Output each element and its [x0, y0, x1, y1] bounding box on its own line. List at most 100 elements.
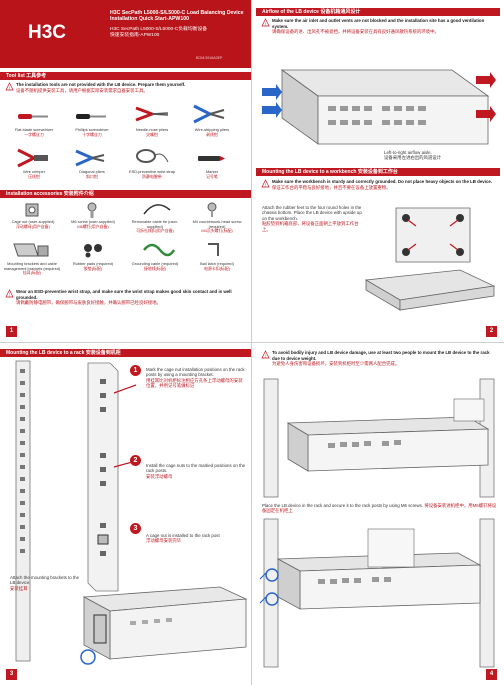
esd-note-cn: 请佩戴防静电腕带，确保腕带与皮肤良好接触，并确认腕带已经良好接地。: [16, 300, 161, 306]
airflow-note-cn: 请确保设备的进、出风孔不被遮挡，并将设备安装在具有良好通风散热系统的环境中。: [272, 29, 439, 35]
tools-note: The installation tools are not provided …: [16, 82, 246, 93]
airflow-section-title: Airflow of the LB device 设备机箱通风设计: [256, 8, 500, 16]
accessory-label-cn: 接地线(标配): [143, 265, 167, 271]
m6-screw-icon: [87, 202, 97, 218]
warning-icon: !: [5, 289, 14, 298]
accessory-label-en: M4 countersunk-head screw (required): [192, 219, 242, 229]
two-person-note-en: To avoid bodily injury and LB device dam…: [272, 350, 490, 361]
workbench-section-title: Mounting the LB device to a workbench 安装…: [256, 168, 500, 176]
panel-tools-accessories: H3C H3C SecPath L5000-S/L5000-C Load Bal…: [0, 0, 252, 342]
warning-icon: !: [261, 18, 270, 27]
needle-nose-pliers-icon: [135, 106, 169, 122]
step2-text: Install the cage nuts to the marked posi…: [146, 463, 246, 479]
svg-text:!: !: [265, 182, 266, 187]
airflow-caption-en: Left-to-right airflow aisle.: [384, 150, 432, 155]
rack-post-detail: [87, 362, 137, 592]
accessory-label-cn: 挂耳(标配): [22, 270, 42, 276]
workbench-instructions: Attach the rubber feet to the four round…: [262, 205, 362, 232]
accessory-label-en: Rubber pads (required): [72, 261, 114, 266]
countersunk-screw-icon: [207, 202, 217, 217]
accessory-label-en: Removable cable tie (user-supplied): [131, 219, 179, 229]
wire-crimper-icon: [17, 148, 48, 168]
header-title-line1: H3C SecPath L5000-S/L5000-C Load Balanci…: [110, 10, 244, 16]
phillips-screwdriver-icon: [76, 114, 106, 119]
h3c-logo: H3C: [16, 18, 78, 46]
tool-label-en: Wire-stripping pliers: [194, 127, 230, 132]
workbench-text-en: Attach the rubber feet to the four round…: [262, 205, 362, 221]
marker-icon: [198, 156, 225, 161]
two-person-note-cn: 为避免人身伤害和设备损坏，安装到机柜时至少需两人配合完成。: [272, 361, 400, 367]
tool-label-cn: 十字螺丝刀: [82, 131, 102, 137]
svg-text:!: !: [9, 292, 10, 297]
rack-insert-diagram: [263, 378, 495, 498]
tools-note-en: The installation tools are not provided …: [16, 82, 186, 87]
panel-rack-install: ! To avoid bodily injury and LB device d…: [252, 343, 504, 685]
accessories-section-title: Installation accessories 安装附件介绍: [0, 190, 252, 198]
attach-text-cn: 安装挂耳: [10, 585, 28, 591]
page-number: 1: [6, 326, 17, 337]
step3-text-en: A cage nut is installed to the rack post: [146, 533, 220, 538]
tool-label-en: ESD-preventive wrist strap: [128, 169, 176, 174]
esd-note: Wear an ESD-preventive wrist strap, and …: [16, 289, 244, 306]
esd-note-en: Wear an ESD-preventive wrist strap, and …: [16, 289, 232, 300]
warning-icon: !: [261, 179, 270, 188]
tool-label-en: Phillips screwdriver: [75, 127, 109, 132]
step3-text: A cage nut is installed to the rack post…: [146, 533, 246, 544]
tool-label-cn: 剥线钳: [206, 131, 218, 137]
header-title-line2: Installation Quick Start-APW100: [110, 16, 189, 22]
attach-text-en: Attach the mounting brackets to the LB d…: [10, 575, 80, 586]
page-number: 3: [6, 669, 17, 680]
grounding-cable-icon: [143, 243, 176, 257]
tool-label-cn: 尖嘴钳: [146, 131, 158, 137]
accessory-label-cn: M4沉头螺钉(标配): [201, 228, 233, 234]
step1-text: Mark the cage nut installation positions…: [146, 367, 246, 389]
workbench-text-cn: 贴胶垫到机箱底部，将设备正面朝上平放到工作台上。: [262, 221, 359, 232]
horizontal-fold-line: [0, 342, 504, 343]
accessory-label-en: Mounting brackets and cable management b…: [3, 261, 61, 271]
step2-text-en: Install the cage nuts to the marked posi…: [146, 463, 246, 474]
rack-section-title: Mounting the LB device to a rack 安装设备到机柜: [0, 349, 252, 357]
tool-label-cn: 防静电腕带: [142, 173, 162, 179]
tool-label-en: Wire crimper: [22, 169, 46, 174]
step-badge-2: 2: [130, 455, 141, 466]
two-person-note: To avoid bodily injury and LB device dam…: [272, 350, 494, 367]
warning-icon: !: [261, 350, 270, 359]
workbench-note-en: Make sure the workbench is sturdy and co…: [272, 179, 493, 184]
rubber-pad-icon: [84, 244, 102, 258]
airflow-caption: Left-to-right airflow aisle. 设备采用左进右出的风道…: [384, 150, 499, 161]
bom-code: BOM:3916A0EP: [196, 56, 223, 60]
cover-header: H3C H3C SecPath L5000-S/L5000-C Load Bal…: [0, 0, 252, 68]
bail-latch-icon: [208, 243, 219, 256]
tool-label-en: Needle-nose pliers: [135, 127, 169, 132]
airflow-note: Make sure the air inlet and outlet vents…: [272, 18, 494, 35]
panel-rack-mount: Mounting the LB device to a rack 安装设备到机柜…: [0, 343, 252, 685]
accessory-label-en: M6 screw (user-supplied): [71, 219, 115, 224]
step1-text-cn: 用挂耳比对机柜标注相应方孔条上浮动螺母的安装位置，并用记号笔做标记: [146, 377, 243, 389]
accessory-label-en: Grounding cable (required): [131, 261, 179, 266]
diagonal-pliers-icon: [75, 149, 105, 167]
wire-stripping-pliers-icon: [193, 104, 225, 124]
accessory-label-cn: 可拆扎线扣(用户自备): [136, 228, 174, 234]
cable-tie-icon: [143, 204, 171, 215]
tool-label-en: Diagonal pliers: [79, 169, 105, 174]
svg-text:!: !: [265, 353, 266, 358]
tools-section-title: Tool list 工具参考: [0, 72, 252, 80]
wrist-strap-icon: [136, 149, 169, 163]
svg-text:H3C: H3C: [28, 22, 66, 43]
tool-label-en: Flat-blade screwdriver: [14, 127, 54, 132]
page-number: 4: [486, 669, 497, 680]
page-number: 2: [486, 326, 497, 337]
rack-secure-diagram: [259, 518, 495, 668]
step-badge-1: 1: [130, 365, 141, 376]
workbench-diagram: [364, 207, 496, 311]
rack-post-left: [15, 360, 31, 662]
workbench-note: Make sure the workbench is sturdy and co…: [272, 179, 494, 190]
airflow-diagram: [262, 69, 496, 145]
panel-airflow-workbench: Airflow of the LB device 设备机箱通风设计 ! Make…: [252, 0, 504, 342]
tool-label-cn: 压线钳: [28, 173, 40, 179]
attach-bracket-text: Attach the mounting brackets to the LB d…: [10, 575, 82, 591]
tool-label-cn: 一字螺丝刀: [24, 131, 44, 137]
warning-icon: !: [5, 82, 14, 91]
step3-text-cn: 浮动螺母安装完毕: [146, 538, 182, 544]
